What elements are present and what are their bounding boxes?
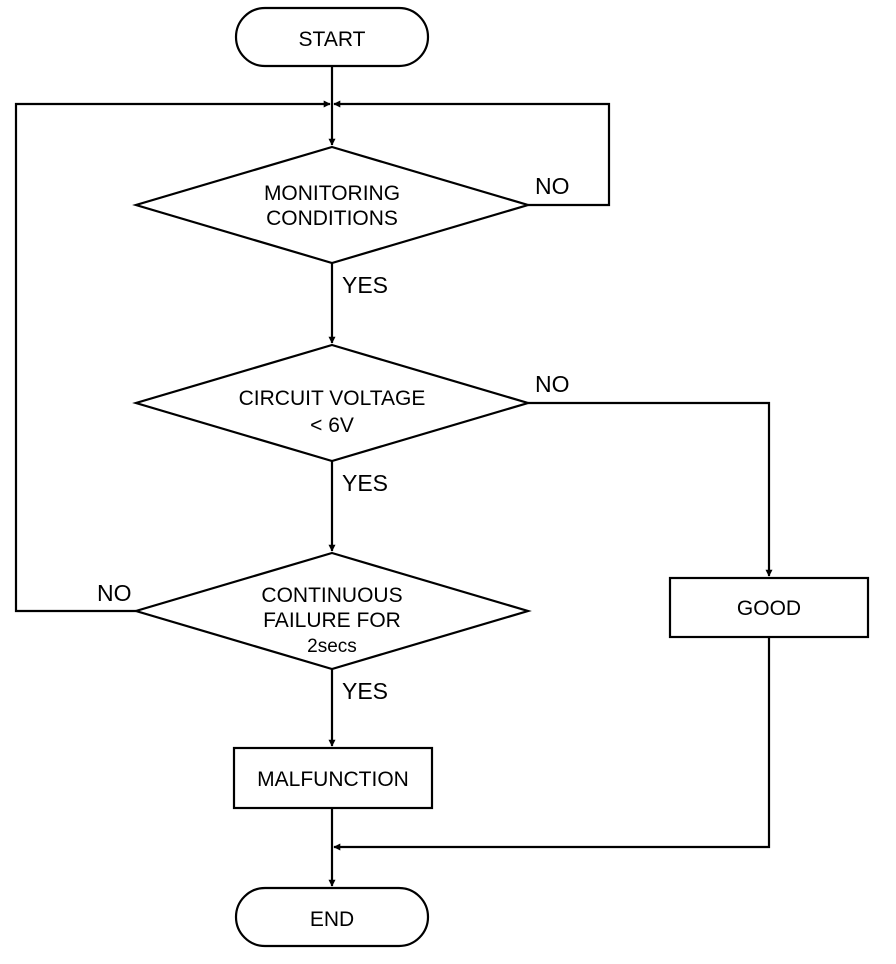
circuit-voltage-decision: CIRCUIT VOLTAGE < 6V [132,343,532,463]
failure-label-line2: FAILURE FOR [263,609,401,632]
edge-good-to-end [333,637,771,851]
monitoring-no-label: NO [535,173,570,199]
failure-yes-label: YES [342,678,388,704]
edge-monitoring-no-loop [333,100,611,207]
start-label: START [299,28,366,51]
malfunction-process: MALFUNCTION [232,746,434,810]
monitoring-yes-label: YES [342,272,388,298]
end-terminal: END [234,886,430,948]
edge-voltage-no [528,401,773,577]
monitoring-label-line1: MONITORING [264,182,400,205]
malfunction-label: MALFUNCTION [257,768,409,791]
voltage-no-label: NO [535,371,570,397]
failure-label-line1: CONTINUOUS [261,584,402,607]
good-label: GOOD [737,597,801,620]
failure-label-line3: 2secs [307,636,357,657]
edge-failure-no-loop [14,100,331,613]
monitoring-label-line2: CONDITIONS [266,207,398,230]
continuous-failure-decision: CONTINUOUS FAILURE FOR 2secs [132,551,532,671]
monitoring-conditions-decision: MONITORING CONDITIONS [132,145,532,265]
voltage-label-line1: CIRCUIT VOLTAGE [239,387,426,410]
good-process: GOOD [668,576,870,639]
end-label: END [310,908,354,931]
start-terminal: START [234,6,430,68]
voltage-label-line2: < 6V [310,414,354,437]
voltage-yes-label: YES [342,470,388,496]
failure-no-label: NO [97,580,132,606]
